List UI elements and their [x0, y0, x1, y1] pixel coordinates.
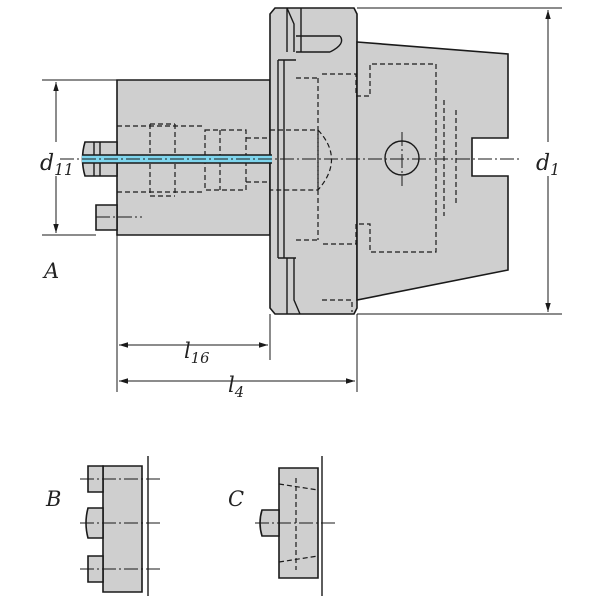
label-d1: d1: [536, 151, 560, 179]
detail-c-pilot: [259, 509, 280, 537]
detail-b-key-bottom: [87, 555, 104, 583]
hidden-screw: [204, 129, 247, 191]
flange: [269, 7, 358, 315]
detail-b-body: [102, 465, 143, 593]
drive-slot: [296, 35, 343, 53]
detail-c-view: C: [228, 456, 336, 596]
label-A: A: [42, 259, 59, 283]
label-C: C: [228, 487, 244, 511]
label-d11: d11: [40, 151, 74, 179]
detail-b-key-top: [87, 465, 104, 493]
hidden-bore-mid: [246, 137, 270, 183]
detail-b-pilot: [85, 507, 104, 539]
taper-cone: [356, 41, 509, 301]
detail-c-hidden-taper: [278, 478, 319, 570]
label-l4: l4: [228, 373, 244, 401]
detail-b-center-lines: [80, 478, 160, 570]
coolant-channel-edges: [82, 154, 272, 164]
hidden-flange-bores: [296, 77, 353, 312]
hidden-socket: [270, 129, 332, 191]
hidden-taper-cavity: [322, 63, 437, 253]
flange-groove-bottom: [286, 258, 301, 315]
flange-groove-top: [286, 7, 302, 52]
main-view: d11 d1 l16 l4 A: [40, 7, 562, 401]
hidden-taper-inner: [443, 100, 457, 216]
detail-c-body: [278, 467, 319, 579]
label-l16: l16: [184, 339, 209, 367]
detail-b-view: B: [45, 456, 160, 596]
label-B: B: [45, 487, 61, 511]
